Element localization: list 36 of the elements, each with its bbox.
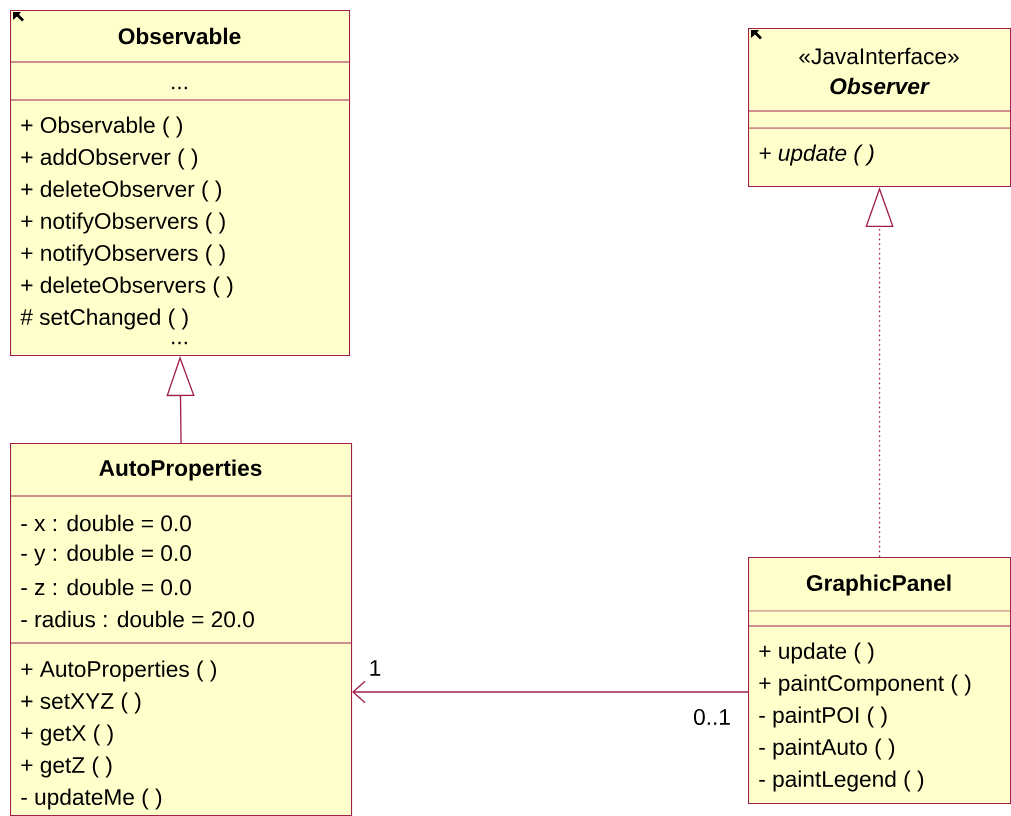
operation: - paintLegend ( )	[759, 770, 924, 792]
operation: - updateMe ( )	[21, 788, 162, 810]
operation: + setXYZ ( )	[21, 692, 141, 714]
attribute: - x : double = 0.0	[21, 514, 191, 532]
operation: + paintComponent ( )	[759, 674, 971, 696]
association-arrow	[352, 680, 749, 704]
class-name: Observer	[830, 77, 930, 95]
class-box	[9, 443, 353, 816]
operation: # setChanged ( )	[20, 308, 188, 330]
multiplicity-label: 1	[370, 660, 381, 676]
operation: + Observable ( )	[21, 116, 182, 138]
operation: + deleteObserver ( )	[21, 180, 222, 202]
class-box	[9, 10, 351, 357]
operation: + deleteObservers ( )	[21, 276, 233, 298]
operation: + getX ( )	[21, 724, 113, 746]
attribute: - y : double = 0.0	[21, 544, 191, 566]
operation: + addObserver ( )	[21, 148, 198, 170]
operation: - paintPOI ( )	[759, 706, 887, 728]
class-box	[747, 557, 1011, 805]
operation: + notifyObservers ( )	[21, 244, 225, 266]
operation: - paintAuto ( )	[759, 738, 895, 760]
attribute: - radius : double = 20.0	[21, 610, 254, 628]
stereotype: «JavaInterface»	[799, 47, 959, 65]
class-name: Observable	[118, 27, 241, 45]
operation: + update ( )	[759, 642, 874, 664]
operation: ...	[172, 341, 187, 345]
attribute: - z : double = 0.0	[21, 578, 191, 596]
operation: + notifyObservers ( )	[21, 212, 225, 234]
attribute: ...	[172, 86, 187, 90]
class-box	[747, 28, 1011, 188]
multiplicity-label: 0..1	[694, 708, 730, 726]
operation: + getZ ( )	[21, 756, 112, 778]
operation: + update ( )	[759, 144, 874, 166]
operation: + AutoProperties ( )	[21, 660, 216, 682]
class-name: AutoProperties	[99, 459, 262, 481]
class-name: GraphicPanel	[806, 574, 951, 596]
